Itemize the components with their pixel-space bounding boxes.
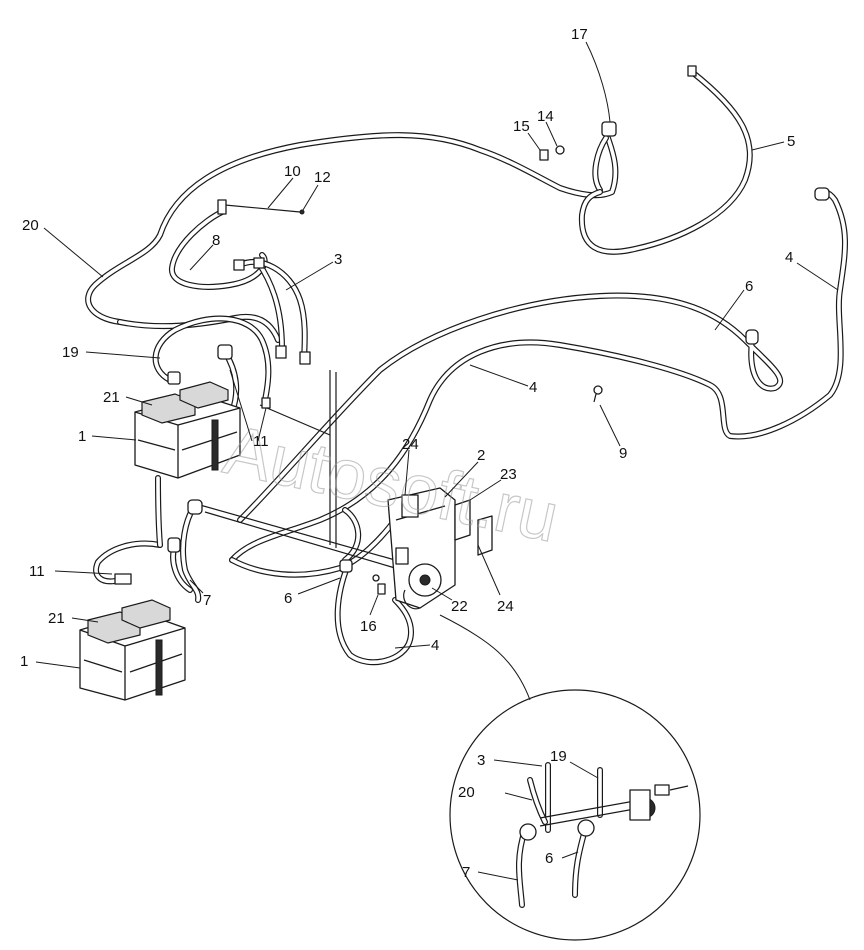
cable-8 (169, 209, 268, 290)
detail-callout-19: 19 (550, 748, 567, 765)
callout-21a: 21 (103, 389, 120, 406)
callout-24a: 24 (402, 436, 419, 453)
cable-5 (578, 69, 753, 255)
callout-1b: 1 (20, 653, 28, 670)
bracket-assembly (387, 487, 493, 610)
callout-11b: 11 (29, 563, 45, 580)
callout-7: 7 (203, 592, 211, 609)
detail-callout-3: 3 (477, 752, 485, 769)
callout-4c: 4 (431, 637, 439, 654)
detail-circle (449, 689, 701, 941)
callout-2: 2 (477, 447, 485, 464)
callout-20: 20 (22, 217, 39, 234)
callout-24b: 24 (497, 598, 514, 615)
connectors (114, 65, 830, 595)
callout-19: 19 (62, 344, 79, 361)
parts (79, 65, 830, 701)
callout-4a: 4 (785, 249, 793, 266)
callout-23: 23 (500, 466, 517, 483)
callout-3: 3 (334, 251, 342, 268)
callout-5: 5 (787, 133, 795, 150)
cable-20 (85, 132, 619, 325)
cables (85, 69, 848, 666)
callout-21b: 21 (48, 610, 65, 627)
battery-upper (134, 381, 241, 479)
callout-4b: 4 (529, 379, 537, 396)
callout-10: 10 (284, 163, 301, 180)
callout-8: 8 (212, 232, 220, 249)
callout-17: 17 (571, 26, 588, 43)
detail-view (439, 614, 701, 941)
callout-6b: 6 (284, 590, 292, 607)
battery-lower (79, 599, 186, 701)
callout-6a: 6 (745, 278, 753, 295)
detail-callout-7: 7 (462, 864, 470, 881)
callout-16: 16 (360, 618, 377, 635)
callout-11a: 11 (253, 433, 269, 450)
callout-12: 12 (314, 169, 331, 186)
detail-cables (515, 762, 641, 908)
detail-callout-20: 20 (458, 784, 475, 801)
callout-15: 15 (513, 118, 530, 135)
callout-1a: 1 (78, 428, 86, 445)
callout-9: 9 (619, 445, 627, 462)
callouts: 17 14 15 5 10 12 20 8 3 4 6 19 21 1 11 4 (20, 26, 839, 881)
detail-callout-6: 6 (545, 850, 553, 867)
callout-14: 14 (537, 108, 554, 125)
detail-parts (519, 784, 689, 841)
callout-22: 22 (451, 598, 468, 615)
